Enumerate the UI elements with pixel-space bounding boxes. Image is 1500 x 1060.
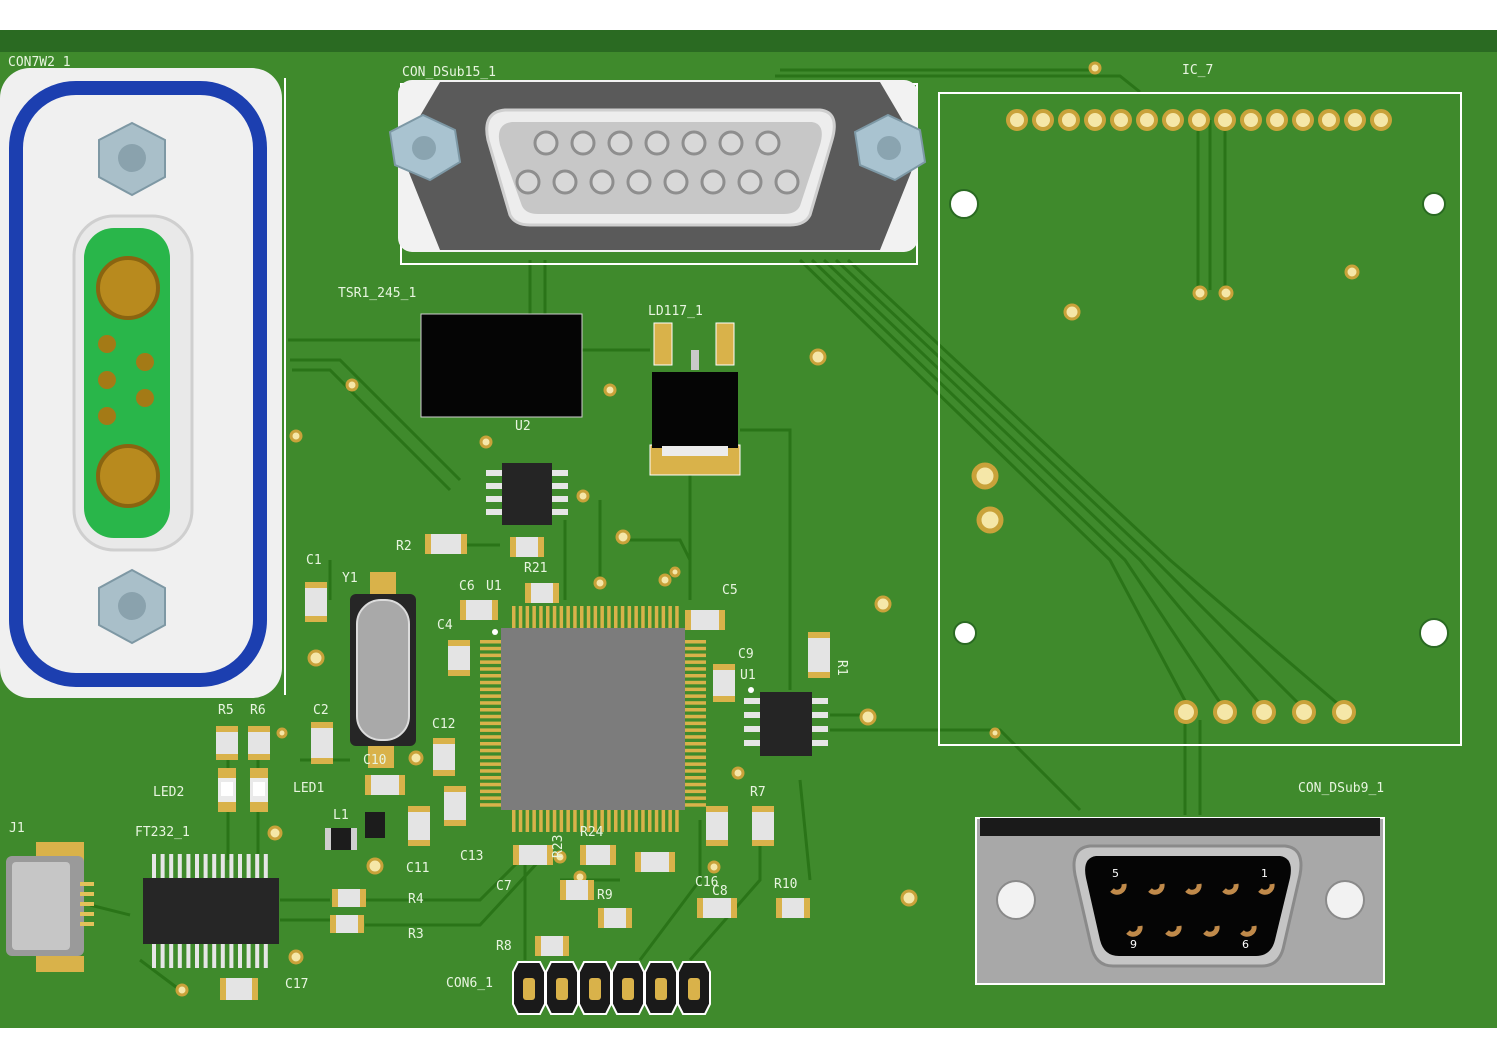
label-ld117: LD117_1	[648, 304, 703, 319]
label-l1: L1	[333, 808, 349, 823]
label-c5: C5	[722, 583, 738, 598]
label-j1: J1	[9, 821, 25, 836]
tsr1-regulator[interactable]	[420, 313, 583, 418]
label-u2: U2	[515, 419, 531, 434]
label-r9: R9	[597, 888, 613, 903]
label-c7: C7	[496, 879, 512, 894]
label-c2: C2	[313, 703, 329, 718]
dsub9-pins	[1110, 883, 1275, 937]
label-c11: C11	[406, 861, 429, 876]
ic7-bottom-pins	[1174, 700, 1356, 724]
smd-passives	[216, 534, 830, 1000]
pcb-top-edge	[0, 30, 1497, 52]
label-r6: R6	[250, 703, 266, 718]
label-r2: R2	[396, 539, 412, 554]
label-led1: LED1	[293, 781, 324, 796]
dsub9-pin5-label: 5	[1112, 867, 1119, 880]
label-c1: C1	[306, 553, 322, 568]
ic7-module[interactable]	[938, 92, 1462, 746]
label-c6: C6	[459, 579, 475, 594]
label-r8: R8	[496, 939, 512, 954]
label-u1-right: U1	[740, 668, 756, 683]
label-con7w2: CON7W2_1	[8, 55, 71, 70]
silkscreen-labels: R2 R21 C1 Y1 C6 U1 C5 C4 C9 U1 R1 R5 R6 …	[9, 539, 1384, 992]
label-c16: C16	[695, 875, 718, 890]
soic8-ic-right[interactable]	[744, 692, 828, 756]
label-led2: LED2	[153, 785, 184, 800]
label-r7: R7	[750, 785, 766, 800]
label-tsr: TSR1_245_1	[338, 286, 416, 301]
led1[interactable]	[250, 768, 268, 812]
label-r23: R23	[551, 835, 566, 858]
dsub15-pins	[515, 130, 800, 195]
ld117-regulator[interactable]	[649, 322, 741, 476]
label-u1-top: U1	[486, 579, 502, 594]
power-pin-top	[96, 256, 160, 320]
con-dsub15-connector[interactable]	[388, 80, 927, 265]
led2[interactable]	[218, 768, 236, 812]
ft232-chip[interactable]	[143, 854, 279, 968]
mount-hole	[1422, 192, 1446, 216]
ic7-header-pins	[1006, 109, 1392, 131]
label-con-dsub9: CON_DSub9_1	[1298, 781, 1384, 796]
label-r24: R24	[580, 825, 604, 840]
mcu-qfp[interactable]	[480, 606, 706, 832]
mount-hole	[953, 621, 977, 645]
label-c9: C9	[738, 647, 754, 662]
usb-connector-j1[interactable]	[6, 842, 94, 972]
mount-hole	[996, 880, 1036, 920]
inductor-l1[interactable]	[325, 828, 357, 850]
label-con-dsub15: CON_DSub15_1	[402, 65, 496, 80]
con6-header[interactable]	[512, 961, 711, 1015]
mount-hole	[1419, 618, 1449, 648]
qfp-pins	[480, 606, 706, 832]
mount-hole	[1325, 880, 1365, 920]
diode[interactable]	[365, 812, 385, 838]
label-r10: R10	[774, 877, 797, 892]
label-c4: C4	[437, 618, 453, 633]
label-r5: R5	[218, 703, 234, 718]
crystal-y1[interactable]	[350, 572, 416, 768]
mount-hole	[949, 189, 979, 219]
soic8-ic-top[interactable]	[486, 463, 568, 525]
dsub9-pin9-label: 9	[1130, 938, 1137, 951]
label-r21: R21	[524, 561, 547, 576]
label-r3: R3	[408, 927, 424, 942]
label-ic7: IC_7	[1182, 63, 1213, 78]
dsub9-pin6-label: 6	[1242, 938, 1249, 951]
con7w2-connector[interactable]	[0, 68, 286, 698]
vias	[175, 61, 1360, 997]
con-dsub9-connector[interactable]: 5 1 9 6	[975, 817, 1385, 985]
label-ft232: FT232_1	[135, 825, 190, 840]
label-c8: C8	[712, 884, 728, 899]
label-y1: Y1	[342, 571, 358, 586]
power-pin-bottom	[96, 444, 160, 508]
label-con6: CON6_1	[446, 976, 493, 991]
label-c17: C17	[285, 977, 308, 992]
label-c13: C13	[460, 849, 483, 864]
label-c12: C12	[432, 717, 455, 732]
dsub9-pin1-label: 1	[1261, 867, 1268, 880]
label-r1: R1	[834, 660, 849, 676]
label-c10: C10	[363, 753, 386, 768]
label-r4: R4	[408, 892, 424, 907]
